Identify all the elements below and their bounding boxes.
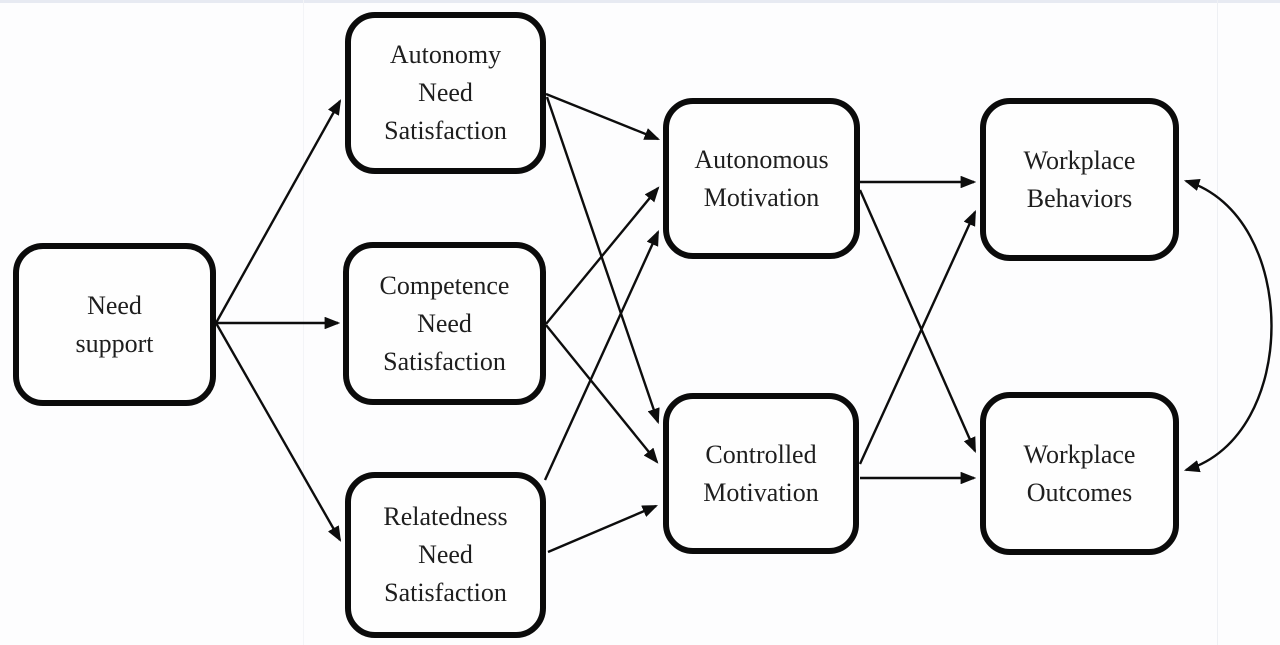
node-relatedness-need-satisfaction: Relatedness Need Satisfaction xyxy=(345,472,546,638)
edge-relatedness-ns-to-controlled-motivation xyxy=(547,504,659,554)
page-seam-right xyxy=(1217,0,1218,645)
node-autonomy-need-satisfaction: Autonomy Need Satisfaction xyxy=(345,12,546,174)
browser-page-top-strip xyxy=(0,0,1280,3)
edge-relatedness-ns-to-autonomous-motivation xyxy=(543,230,660,481)
edge-autonomous-motivation-to-workplace-outcomes xyxy=(858,189,977,453)
edge-controlled-motivation-to-workplace-behaviors xyxy=(858,210,977,465)
node-autonomous-motivation: Autonomous Motivation xyxy=(663,98,860,259)
node-competence-need-satisfaction: Competence Need Satisfaction xyxy=(343,242,546,405)
node-workplace-outcomes: Workplace Outcomes xyxy=(980,392,1179,555)
node-workplace-behaviors: Workplace Behaviors xyxy=(980,98,1179,261)
edge-competence-ns-to-controlled-motivation xyxy=(545,324,659,464)
edge-competence-ns-to-autonomous-motivation xyxy=(545,186,660,325)
node-need-support: Need support xyxy=(13,243,216,406)
node-controlled-motivation: Controlled Motivation xyxy=(663,393,859,554)
edge-autonomy-ns-to-controlled-motivation xyxy=(545,96,660,425)
edge-workplace-behaviors-workplace-outcomes-bidirectional xyxy=(1183,178,1273,473)
edge-autonomy-ns-to-autonomous-motivation xyxy=(545,92,661,141)
edge-need-support-to-relatedness-ns xyxy=(214,322,342,542)
edge-need-support-to-autonomy-ns xyxy=(214,99,342,324)
